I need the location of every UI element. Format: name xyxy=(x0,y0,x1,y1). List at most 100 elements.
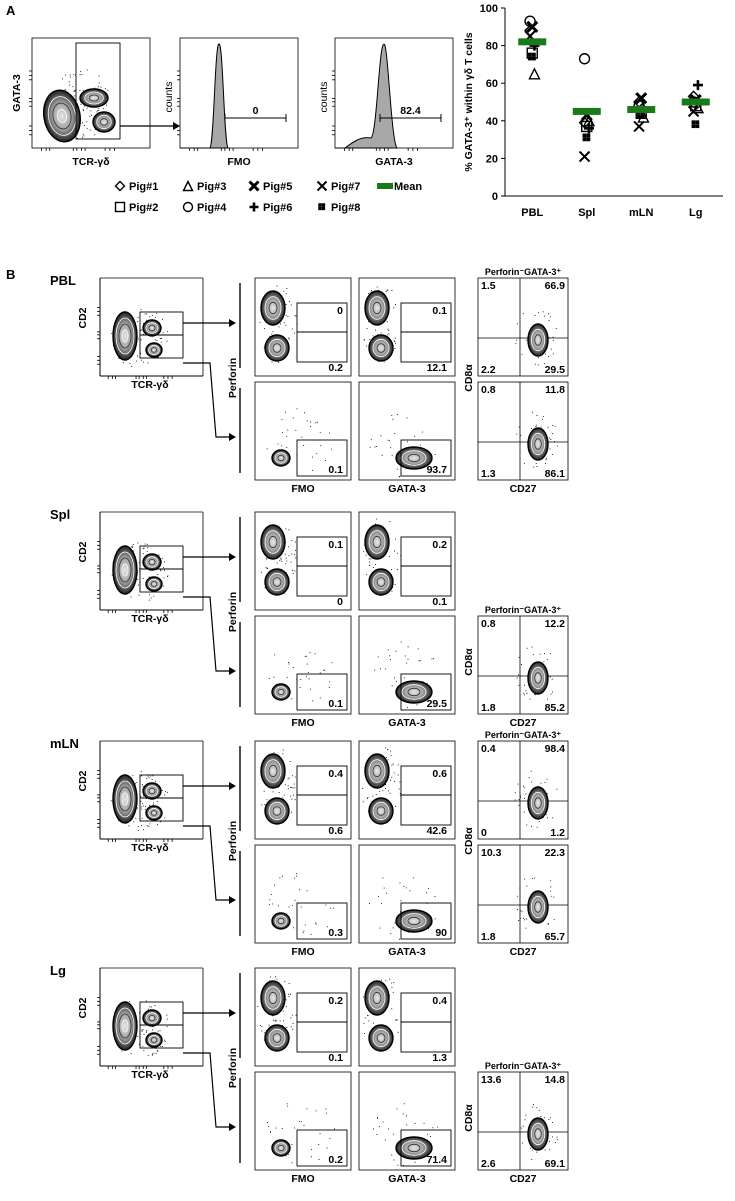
perforin-label: Perforin xyxy=(227,821,239,861)
tissue-name: PBL xyxy=(50,273,76,288)
quadrant-value: 1.5 xyxy=(481,280,496,292)
cd2-label: CD2 xyxy=(77,997,89,1018)
subset-title: Perforin⁻GATA-3⁺ xyxy=(485,605,561,615)
histogram-frame xyxy=(179,37,299,149)
legend-label: Pig#3 xyxy=(197,181,226,193)
histogram-gate-value: 0 xyxy=(253,105,259,117)
plot-frame xyxy=(254,511,352,611)
gate-value: 0.1 xyxy=(328,539,343,551)
gate-arrows xyxy=(183,553,236,675)
plot-frame xyxy=(254,1071,352,1171)
x-axis-label: GATA-3 xyxy=(388,1173,426,1185)
subset-title: Perforin⁻GATA-3⁺ xyxy=(485,1061,561,1071)
plot-frame xyxy=(358,381,456,481)
quadrant-gate xyxy=(296,565,348,597)
quadrant-value: 66.9 xyxy=(545,280,566,292)
quadrant-gate xyxy=(400,1129,452,1167)
tissue-name: Lg xyxy=(50,963,66,978)
quadrant-gate xyxy=(296,902,348,940)
gate-value: 0.4 xyxy=(328,768,343,780)
gate-value: 0.6 xyxy=(432,768,447,780)
marker-circle xyxy=(182,201,194,213)
gate-value: 0.1 xyxy=(432,596,447,608)
tissue-name: mLN xyxy=(50,736,79,751)
cd27-label: CD27 xyxy=(510,946,537,958)
quadrant-gate xyxy=(296,439,348,477)
quadrant-gate xyxy=(400,902,452,940)
mean-bar xyxy=(681,98,710,106)
x-axis-label: GATA-3 xyxy=(388,483,426,495)
x-tick-label: mLN xyxy=(629,207,654,219)
gate-value: 29.5 xyxy=(427,698,448,710)
histogram-y-label: counts xyxy=(163,82,175,113)
fmo-plot-top: 0.10 xyxy=(254,511,352,611)
x-tick-label: Lg xyxy=(689,207,702,219)
legend-label: Pig#1 xyxy=(129,181,158,193)
x-axis-label: FMO xyxy=(291,483,314,495)
gata3-plot-top: 0.41.3 xyxy=(358,967,456,1067)
plot-frame xyxy=(254,381,352,481)
plot-frame xyxy=(254,277,352,377)
plot-frame xyxy=(358,967,456,1067)
marker-diamond xyxy=(114,180,126,192)
fmo-plot-top: 0.20.1 xyxy=(254,967,352,1067)
gate-value: 0.1 xyxy=(328,698,343,710)
histogram-x-label: GATA-3 xyxy=(375,156,413,168)
perforin-label: Perforin xyxy=(227,358,239,398)
marker-plus xyxy=(249,202,259,212)
legend-label: Pig#4 xyxy=(197,202,227,214)
quadrant-value: 14.8 xyxy=(545,1074,566,1086)
gating-plot-frame xyxy=(31,37,151,149)
histogram-gate-value: 82.4 xyxy=(400,105,421,117)
y-tick-label: 0 xyxy=(492,191,498,203)
legend-item: Pig#5 xyxy=(248,180,292,193)
mean-bar xyxy=(518,38,547,46)
quadrant-gate xyxy=(139,797,184,822)
legend-item: Pig#6 xyxy=(249,202,292,214)
subset-title: Perforin⁻GATA-3⁺ xyxy=(485,730,561,740)
cd8a-label: CD8α xyxy=(463,648,475,676)
gate-value: 12.1 xyxy=(427,362,448,374)
x-axis-label: FMO xyxy=(291,946,314,958)
quadrant-value: 1.3 xyxy=(481,468,496,480)
quadrant-value: 12.2 xyxy=(545,618,566,630)
legend-label: Pig#2 xyxy=(129,202,158,214)
tcr-gate xyxy=(75,42,121,140)
legend-item: Pig#4 xyxy=(182,201,227,214)
quadrant-frame xyxy=(477,1071,569,1171)
cd27-label: CD27 xyxy=(510,717,537,729)
quadrant-value: 1.2 xyxy=(550,827,565,839)
fmo-plot-top: 00.2 xyxy=(254,277,352,377)
marker-triangle xyxy=(691,101,705,114)
gate-arrow xyxy=(173,122,180,130)
quadrant-value: 86.1 xyxy=(545,468,566,480)
marker-bold-x xyxy=(248,180,260,192)
quadrant-value: 0.8 xyxy=(481,618,496,630)
marker-x xyxy=(633,120,645,133)
x-axis-label: GATA-3 xyxy=(388,717,426,729)
legend-label: Pig#7 xyxy=(331,181,360,193)
cd2-label: CD2 xyxy=(77,541,89,562)
plot-frame xyxy=(358,740,456,840)
quadrant-value: 13.6 xyxy=(481,1074,502,1086)
marker-square xyxy=(114,201,126,213)
cd8a-label: CD8α xyxy=(463,364,475,392)
gate-value: 0.2 xyxy=(328,362,343,374)
quadrant-gate xyxy=(400,565,452,597)
plot-frame xyxy=(254,844,352,944)
quadrant-gate xyxy=(296,1129,348,1167)
quadrant-value: 65.7 xyxy=(545,931,566,943)
y-tick-label: 60 xyxy=(486,78,498,90)
